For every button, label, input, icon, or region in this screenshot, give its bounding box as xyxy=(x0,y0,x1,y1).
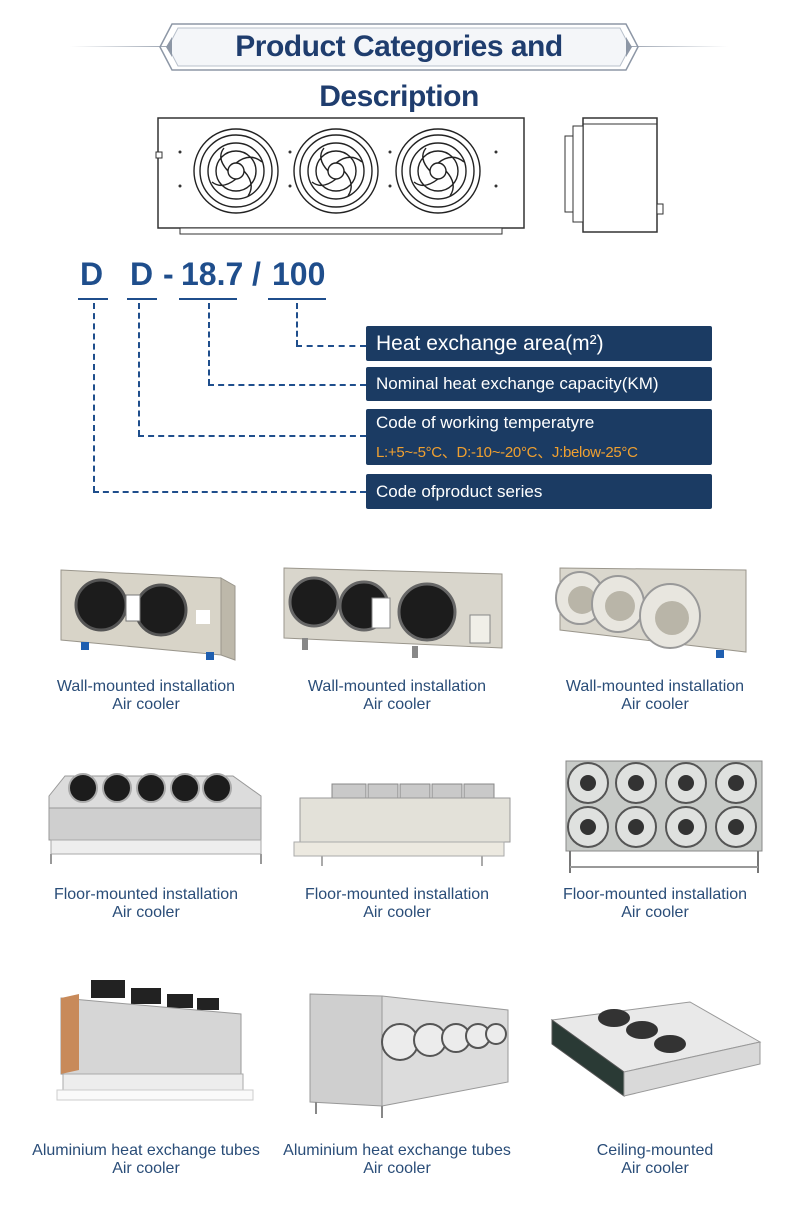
fan-icon xyxy=(395,128,481,214)
product-image-floor-8fan xyxy=(565,760,763,873)
label-working-temperature: Code of working temperatyre L:+5~-5°C、D:… xyxy=(366,409,712,465)
product-caption-line1: Floor-mounted installation xyxy=(562,886,748,903)
leader-temperature-v xyxy=(138,303,140,436)
leader-area-v xyxy=(296,303,298,346)
leader-series-v xyxy=(93,303,95,492)
code-temperature: D xyxy=(130,256,154,292)
product-caption-line1: Wall-mounted installation xyxy=(56,678,236,695)
product-caption-line2: Air cooler xyxy=(112,1160,180,1177)
product-image-wall-3fan xyxy=(283,567,503,658)
product-caption-line2: Air cooler xyxy=(112,904,180,921)
fan-icon xyxy=(193,128,279,214)
product-caption-line2: Air cooler xyxy=(363,904,431,921)
code-capacity-underline xyxy=(179,298,237,300)
product-caption-line1: Floor-mounted installation xyxy=(304,886,490,903)
product-caption-line1: Wall-mounted installation xyxy=(307,678,487,695)
code-separator-dash: - xyxy=(163,256,174,292)
leader-series-h xyxy=(93,491,366,493)
label-heat-exchange-area-text: Heat exchange area(m²) xyxy=(376,332,604,355)
unit-front-drawing xyxy=(155,117,525,235)
leader-capacity-h xyxy=(208,384,366,386)
product-caption-line2: Air cooler xyxy=(112,696,180,713)
label-nominal-capacity-text: Nominal heat exchange capacity(KM) xyxy=(376,374,659,393)
page-title: Product Categories and Description xyxy=(235,30,563,113)
code-series-underline xyxy=(78,298,108,300)
product-image-ceiling xyxy=(550,1001,762,1097)
product-image-floor-top-fans xyxy=(293,783,511,866)
unit-side-drawing xyxy=(564,117,664,233)
product-image-aluminium-tubes-2 xyxy=(309,993,509,1118)
header-banner-frame xyxy=(159,23,639,71)
leader-temperature-h xyxy=(138,435,366,437)
leader-capacity-v xyxy=(208,303,210,385)
code-separator-slash: / xyxy=(252,256,261,292)
label-temperature-codes: L:+5~-5°C、D:-10~-20°C、J:below-25°C xyxy=(376,444,638,461)
product-caption-line2: Air cooler xyxy=(363,1160,431,1177)
product-image-aluminium-tubes-1 xyxy=(56,980,254,1101)
product-caption-line1: Ceiling-mounted xyxy=(596,1142,714,1159)
label-working-temperature-title: Code of working temperatyre xyxy=(376,413,595,432)
label-product-series-text: Code ofproduct series xyxy=(376,482,543,501)
product-caption-line2: Air cooler xyxy=(621,696,689,713)
product-caption-line1: Floor-mounted installation xyxy=(53,886,239,903)
header-line-left xyxy=(70,46,170,47)
product-caption-line2: Air cooler xyxy=(621,1160,689,1177)
label-product-series: Code ofproduct series xyxy=(366,474,712,509)
code-temperature-underline xyxy=(127,298,157,300)
product-caption-line1: Wall-mounted installation xyxy=(565,678,745,695)
label-heat-exchange-area: Heat exchange area(m²) xyxy=(366,326,712,361)
label-nominal-capacity: Nominal heat exchange capacity(KM) xyxy=(366,367,712,401)
product-image-floor-5fan xyxy=(48,773,262,864)
header-line-right xyxy=(628,46,728,47)
header-banner: Product Categories and Description xyxy=(158,22,640,113)
product-caption-line1: Aluminium heat exchange tubes xyxy=(283,1142,511,1159)
code-series: D xyxy=(80,256,104,292)
code-capacity: 18.7 xyxy=(181,256,244,292)
product-caption-line2: Air cooler xyxy=(621,904,689,921)
code-area: 100 xyxy=(272,256,326,292)
product-image-wall-3fan-shroud xyxy=(555,567,747,658)
product-caption-line1: Aluminium heat exchange tubes xyxy=(32,1142,260,1159)
code-area-underline xyxy=(268,298,326,300)
product-caption-line2: Air cooler xyxy=(363,696,431,713)
fan-icon xyxy=(293,128,379,214)
product-image-wall-2fan xyxy=(60,569,236,661)
leader-area-h xyxy=(296,345,366,347)
